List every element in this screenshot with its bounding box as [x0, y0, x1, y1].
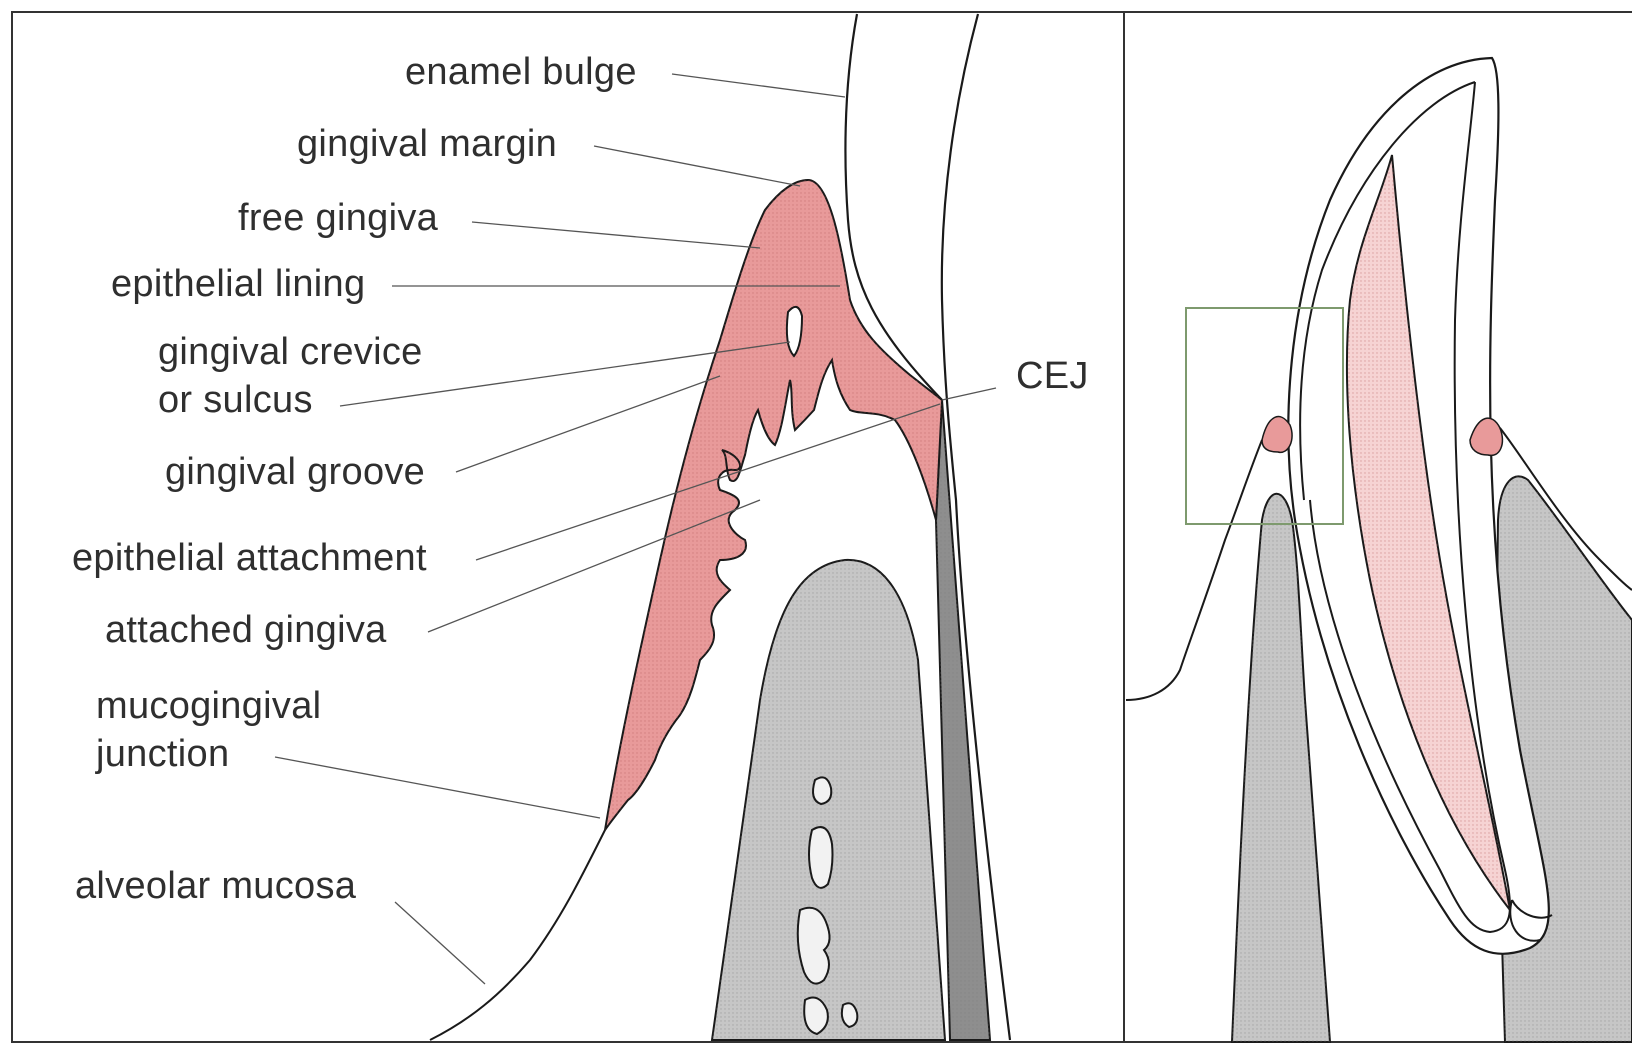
- label-gingival-margin: gingival margin: [297, 120, 557, 168]
- label-gingival-crevice: gingival crevice or sulcus: [158, 328, 423, 424]
- label-alveolar-mucosa: alveolar mucosa: [75, 862, 356, 910]
- label-cej: CEJ: [1016, 352, 1089, 400]
- label-epithelial-lining: epithelial lining: [111, 260, 365, 308]
- label-mucogingival-junction: mucogingival junction: [96, 682, 321, 778]
- label-mucogingival-line2: junction: [96, 730, 321, 778]
- right-panel: [1124, 12, 1632, 1042]
- label-enamel-bulge: enamel bulge: [405, 48, 637, 96]
- label-epithelial-attachment: epithelial attachment: [72, 534, 427, 582]
- label-mucogingival-line1: mucogingival: [96, 682, 321, 730]
- label-free-gingiva: free gingiva: [238, 194, 438, 242]
- label-gingival-groove: gingival groove: [165, 448, 425, 496]
- label-gingival-crevice-line2: or sulcus: [158, 376, 423, 424]
- label-attached-gingiva: attached gingiva: [105, 606, 387, 654]
- label-gingival-crevice-line1: gingival crevice: [158, 328, 423, 376]
